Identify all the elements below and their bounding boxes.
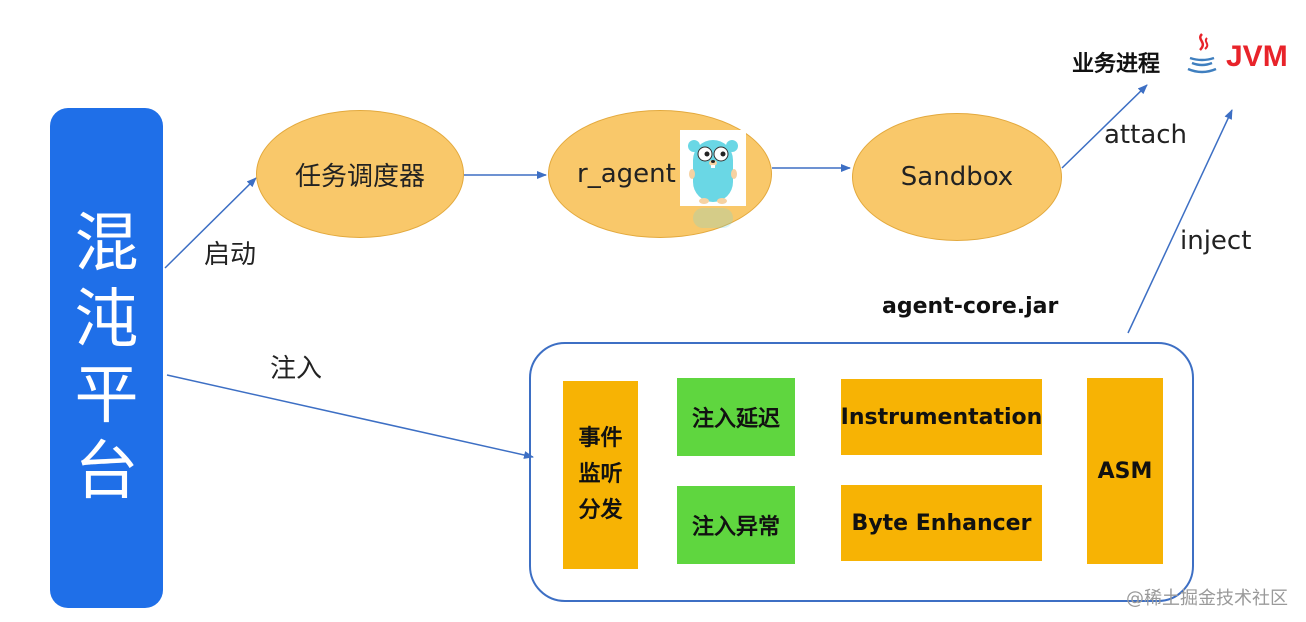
agent-core-title: agent-core.jar (882, 294, 1059, 319)
scheduler-label: 任务调度器 (294, 161, 425, 192)
asm-label: ASM (1097, 458, 1153, 484)
arrow-inject-cn (166, 374, 534, 459)
instrumentation-box: Instrumentation (841, 379, 1042, 455)
arrow-start (164, 177, 257, 269)
agent-core-container (529, 342, 1194, 602)
sandbox-label: Sandbox (900, 162, 1014, 192)
watermark: @稀土掘金技术社区 (1126, 588, 1288, 609)
arrow-attach (1061, 84, 1148, 169)
event-dispatch-label: 事件监听分发 (578, 426, 623, 523)
edge-label-inject: inject (1180, 226, 1252, 256)
inject-exception-label: 注入异常 (691, 515, 780, 540)
event-dispatch-box: 事件监听分发 (563, 381, 638, 569)
chaos-platform-box: 混沌平台 (50, 108, 163, 608)
jvm-label: JVM (1226, 40, 1288, 73)
inject-delay-label: 注入延迟 (691, 407, 780, 432)
instrumentation-label: Instrumentation (840, 404, 1043, 430)
edge-label-inject-cn: 注入 (270, 354, 323, 384)
byte-enhancer-label: Byte Enhancer (851, 510, 1032, 536)
java-cup-icon (1184, 32, 1220, 78)
chaos-platform-label: 混沌平台 (74, 207, 139, 509)
arrow-inject (1127, 109, 1233, 334)
r-agent-label: r_agent (577, 159, 676, 189)
edge-label-attach: attach (1104, 120, 1188, 150)
go-gopher-icon (680, 130, 746, 230)
sandbox-node: Sandbox (852, 113, 1062, 241)
business-process-label: 业务进程 (1072, 52, 1161, 77)
inject-delay-box: 注入延迟 (677, 378, 795, 456)
scheduler-node: 任务调度器 (256, 110, 464, 238)
byte-enhancer-box: Byte Enhancer (841, 485, 1042, 561)
inject-exception-box: 注入异常 (677, 486, 795, 564)
edge-label-start: 启动 (204, 240, 257, 270)
asm-box: ASM (1087, 378, 1163, 564)
